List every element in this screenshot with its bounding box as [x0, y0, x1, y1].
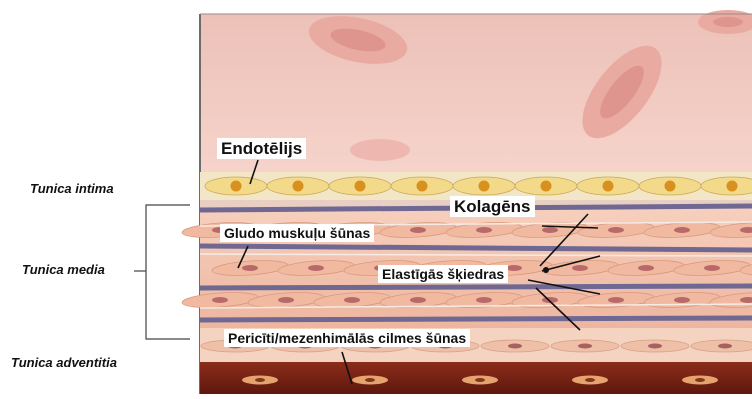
- elastic-lamina: [200, 286, 752, 288]
- label-gludo-muskulu-sunas: Gludo muskuļu šūnas: [220, 224, 374, 242]
- cell-nucleus: [255, 378, 265, 382]
- cell-nucleus: [365, 378, 375, 382]
- label-tunica-media: Tunica media: [22, 262, 105, 277]
- cell-nucleus: [479, 181, 490, 192]
- cell-nucleus: [508, 344, 522, 349]
- cell-nucleus: [344, 297, 360, 303]
- label-elastigas-skiedras: Elastīgās šķiedras: [378, 265, 508, 283]
- adventitia-layer: [200, 362, 752, 394]
- cell-nucleus: [603, 181, 614, 192]
- cell-nucleus: [608, 297, 624, 303]
- cell-nucleus: [293, 181, 304, 192]
- cell-nucleus: [212, 297, 228, 303]
- cell-nucleus: [674, 297, 690, 303]
- cell-nucleus: [278, 297, 294, 303]
- cell-nucleus: [242, 265, 258, 271]
- cell-nucleus: [674, 227, 690, 233]
- cell-nucleus: [665, 181, 676, 192]
- cell-nucleus: [695, 378, 705, 382]
- label-tunica-adventitia: Tunica adventitia: [11, 355, 117, 370]
- cell-nucleus: [718, 344, 732, 349]
- cell-nucleus: [704, 265, 720, 271]
- cell-nucleus: [541, 181, 552, 192]
- cell-nucleus: [608, 227, 624, 233]
- cell-nucleus: [417, 181, 428, 192]
- label-pericity: Pericīti/mezenhimālās cilmes šūnas: [224, 329, 470, 347]
- cell-nucleus: [585, 378, 595, 382]
- tunica-media-bracket: [134, 205, 190, 339]
- cell-nucleus: [475, 378, 485, 382]
- cell-nucleus: [506, 265, 522, 271]
- cell-nucleus: [648, 344, 662, 349]
- label-kolagens: Kolagēns: [450, 196, 535, 217]
- cell-nucleus: [578, 344, 592, 349]
- label-endotelijs: Endotēlijs: [217, 138, 306, 159]
- cell-nucleus: [308, 265, 324, 271]
- cell-nucleus: [476, 297, 492, 303]
- cell-nucleus: [542, 227, 558, 233]
- pointer-dot: [543, 267, 549, 273]
- cell-nucleus: [355, 181, 366, 192]
- cell-nucleus: [476, 227, 492, 233]
- cell-nucleus: [727, 181, 738, 192]
- cell-nucleus: [231, 181, 242, 192]
- cell-nucleus: [638, 265, 654, 271]
- cell-nucleus: [410, 297, 426, 303]
- cell-nucleus: [572, 265, 588, 271]
- cell-nucleus: [410, 227, 426, 233]
- label-tunica-intima: Tunica intima: [30, 181, 114, 196]
- elastic-lamina: [200, 318, 752, 320]
